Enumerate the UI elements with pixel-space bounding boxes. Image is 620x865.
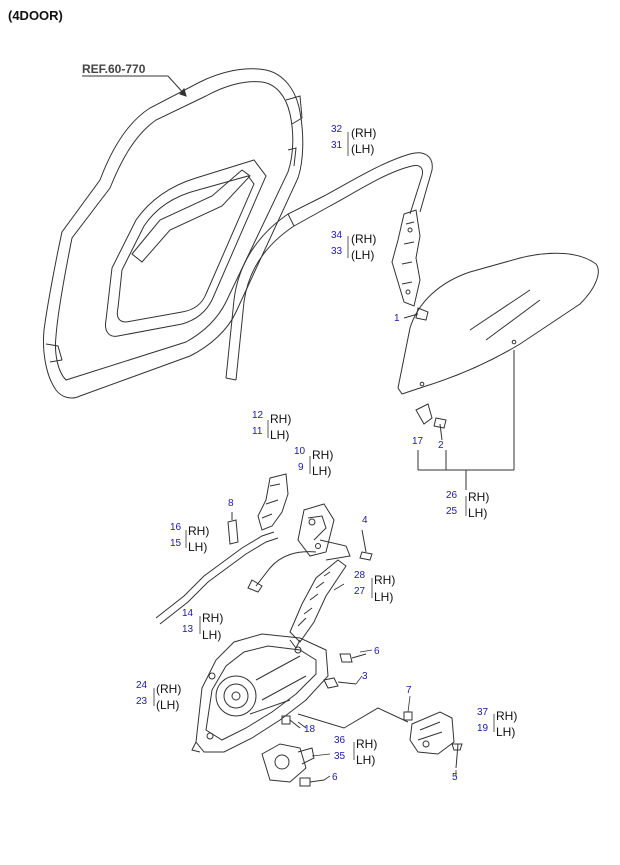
side-label-rh: RH) (202, 611, 224, 625)
side-label-rh: (RH) (351, 232, 377, 246)
side-label-rh: RH) (468, 490, 490, 504)
latch-cable (247, 551, 317, 593)
bolt-3 (323, 677, 357, 689)
part-number-31: 31 (331, 140, 343, 151)
part-number-12: 12 (252, 410, 264, 421)
side-label-rh: RH) (356, 737, 378, 751)
part-number-5: 5 (452, 772, 458, 783)
bolt-6-top (339, 653, 367, 663)
part-number-7: 7 (406, 685, 412, 696)
part-number-26: 26 (446, 490, 458, 501)
part-number-35: 35 (334, 751, 346, 762)
cable-clip (227, 512, 239, 545)
side-label-lh: LH) (312, 464, 332, 478)
latch-cover (257, 473, 289, 531)
side-label-lh: (LH) (351, 248, 375, 262)
side-label-rh: RH) (374, 573, 396, 587)
door-trim-panel (43, 68, 304, 399)
bolt-18 (281, 715, 301, 729)
bolt-1 (403, 307, 429, 321)
diagram-title: (4DOOR) (8, 8, 63, 23)
part-number-33: 33 (331, 246, 343, 257)
side-label-lh: LH) (468, 506, 488, 520)
part-number-37: 37 (477, 707, 489, 718)
bolt-6-bottom (299, 777, 325, 787)
glass-assembly-leader (417, 350, 515, 490)
part-number-4: 4 (362, 515, 368, 526)
side-label-lh: LH) (270, 428, 290, 442)
part-number-8: 8 (228, 498, 234, 509)
screw-5 (451, 743, 463, 769)
part-number-36: 36 (334, 735, 346, 746)
bolt-4 (359, 529, 373, 561)
part-number-23: 23 (136, 696, 148, 707)
outside-handle (409, 711, 455, 755)
door-glass (397, 252, 599, 425)
side-label-lh: LH) (496, 725, 516, 739)
part-number-2: 2 (438, 440, 444, 451)
outside-handle-rod (297, 707, 409, 729)
part-number-25: 25 (446, 506, 458, 517)
side-label-lh: LH) (356, 753, 376, 767)
part-number-24: 24 (136, 680, 148, 691)
side-label-rh: (RH) (156, 682, 182, 696)
channel-bracket (391, 209, 421, 307)
part-number-6: 6 (374, 646, 380, 657)
clip-7 (403, 711, 413, 721)
leader-lines (153, 132, 495, 781)
side-label-rh: RH) (270, 412, 292, 426)
side-label-lh: LH) (188, 540, 208, 554)
side-label-rh: RH) (496, 709, 518, 723)
window-regulator-assembly (191, 633, 329, 753)
side-label-lh: (LH) (351, 142, 375, 156)
part-number-11: 11 (252, 426, 263, 437)
side-label-rh: (RH) (351, 126, 377, 140)
side-label-rh: RH) (312, 448, 334, 462)
part-number-32: 32 (331, 124, 343, 135)
glass-run-channel (225, 152, 433, 381)
part-number-6: 6 (332, 772, 338, 783)
part-number-13: 13 (182, 624, 194, 635)
part-number-17: 17 (412, 436, 424, 447)
side-label-lh: LH) (202, 628, 222, 642)
part-number-3: 3 (362, 671, 368, 682)
part-number-10: 10 (294, 446, 306, 457)
bolt-2 (433, 417, 447, 441)
part-number-16: 16 (170, 522, 182, 533)
inside-handle-rod (155, 531, 279, 625)
reference-leader (82, 75, 187, 97)
part-number-14: 14 (182, 608, 194, 619)
window-motor (261, 743, 315, 783)
part-number-28: 28 (354, 570, 366, 581)
part-number-9: 9 (298, 462, 304, 473)
side-label-lh: LH) (374, 590, 394, 604)
door-latch (297, 503, 351, 561)
side-label-rh: RH) (188, 524, 210, 538)
part-number-15: 15 (170, 538, 182, 549)
part-number-34: 34 (331, 230, 343, 241)
regulator-rail (289, 559, 347, 649)
part-number-27: 27 (354, 586, 366, 597)
reference-label: REF.60-770 (82, 62, 146, 76)
side-label-lh: (LH) (156, 698, 180, 712)
part-number-19: 19 (477, 723, 489, 734)
part-number-1: 1 (394, 313, 400, 324)
part-number-18: 18 (304, 724, 316, 735)
